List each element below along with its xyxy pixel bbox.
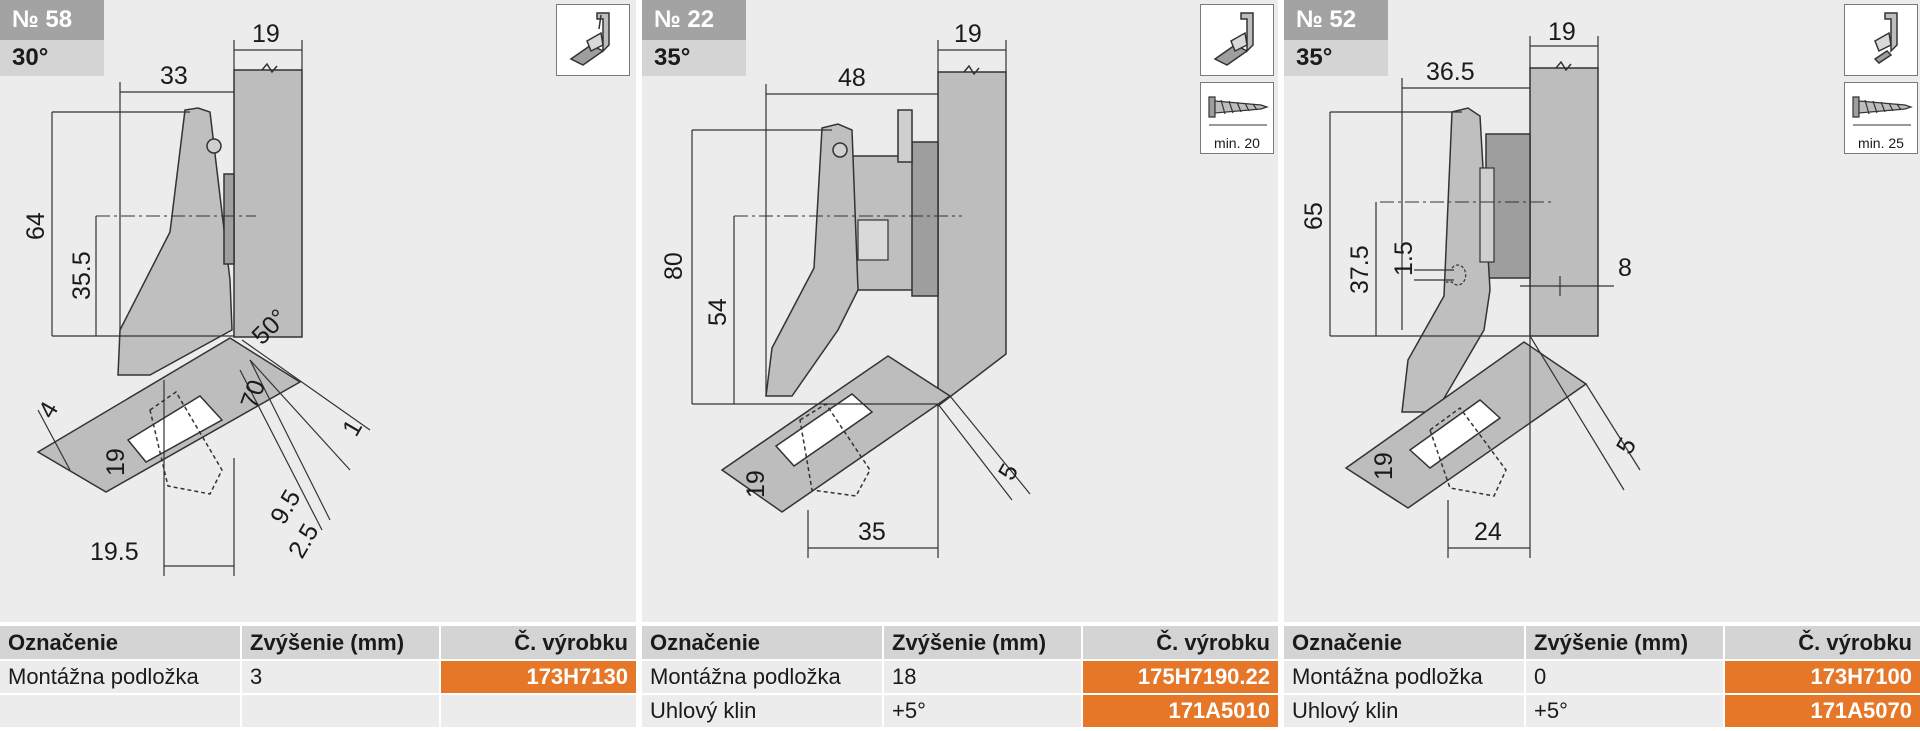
hinge-drawing: 19 36.5 65 37.5 1.5 8 19 5 24 — [1300, 18, 1642, 558]
part-name: Montážna podložka — [0, 660, 241, 695]
empty-cell — [0, 694, 241, 729]
product-number-badge: № 22 — [642, 0, 746, 40]
part-name: Uhlový klin — [1284, 694, 1525, 729]
table-header-row: Označenie Zvýšenie (mm) Č. výrobku — [642, 626, 1278, 661]
drawing-area — [0, 0, 636, 622]
hinge-drawing: 19 48 80 54 19 5 35 — [660, 20, 1031, 558]
table-row: Montážna podložka 3 173H7130 — [0, 660, 636, 695]
dimension-label: 4 — [33, 397, 64, 423]
part-number-link[interactable]: 173H7100 — [1723, 660, 1920, 695]
column-header-part-no: Č. výrobku — [1081, 626, 1278, 661]
dimension-label: 19 — [252, 20, 280, 48]
dimension-label: 8 — [1618, 254, 1632, 282]
part-height: 3 — [240, 660, 440, 695]
column-header-part-no: Č. výrobku — [439, 626, 636, 661]
product-number-badge: № 58 — [0, 0, 104, 40]
opening-angle-badge: 35° — [1284, 40, 1388, 76]
column-header-name: Označenie — [642, 626, 883, 661]
screw-icon: min. 25 — [1844, 82, 1918, 154]
screw-length-label: min. 20 — [1214, 135, 1260, 151]
dimension-label: 19 — [1548, 18, 1576, 46]
empty-cell — [439, 694, 636, 729]
part-number-link[interactable]: 175H7190.22 — [1081, 660, 1278, 695]
dimension-label: 19.5 — [90, 538, 139, 566]
drawing-area — [1284, 0, 1920, 622]
dimension-label: 80 — [660, 252, 688, 280]
dimension-label: 65 — [1300, 202, 1328, 230]
part-height: 0 — [1524, 660, 1724, 695]
dimension-label: 33 — [160, 62, 188, 90]
mounting-plate-icon — [556, 4, 630, 76]
table-row: Montážna podložka 0 173H7100 — [1284, 660, 1920, 695]
screw-length-label: min. 25 — [1858, 135, 1904, 151]
part-number-link[interactable]: 173H7130 — [439, 660, 636, 695]
hinge-panel-52: № 52 35° min. 25 — [1284, 0, 1920, 731]
part-name: Montážna podložka — [642, 660, 883, 695]
dimension-label: 64 — [22, 212, 50, 240]
dimension-label: 37.5 — [1346, 245, 1374, 294]
parts-table: Označenie Zvýšenie (mm) Č. výrobku Montá… — [642, 626, 1278, 729]
table-header-row: Označenie Zvýšenie (mm) Č. výrobku — [0, 626, 636, 661]
dimension-label: 54 — [704, 298, 732, 326]
part-name: Montážna podložka — [1284, 660, 1525, 695]
column-header-height: Zvýšenie (mm) — [1524, 626, 1724, 661]
parts-table: Označenie Zvýšenie (mm) Č. výrobku Montá… — [0, 626, 636, 729]
parts-table: Označenie Zvýšenie (mm) Č. výrobku Montá… — [1284, 626, 1920, 729]
column-header-name: Označenie — [0, 626, 241, 661]
table-row: Montážna podložka 18 175H7190.22 — [642, 660, 1278, 695]
column-header-name: Označenie — [1284, 626, 1525, 661]
dimension-label: 19 — [742, 470, 770, 498]
dimension-label: 19 — [954, 20, 982, 48]
part-height: +5° — [1524, 694, 1724, 729]
dimension-label: 35 — [858, 518, 886, 546]
column-header-part-no: Č. výrobku — [1723, 626, 1920, 661]
screw-icon: min. 20 — [1200, 82, 1274, 154]
hinge-panel-58: № 58 30° 19 3 — [0, 0, 636, 731]
opening-angle-badge: 30° — [0, 40, 104, 76]
table-row — [0, 694, 636, 729]
table-row: Uhlový klin +5° 171A5010 — [642, 694, 1278, 729]
part-number-link[interactable]: 171A5010 — [1081, 694, 1278, 729]
part-height: 18 — [882, 660, 1082, 695]
dimension-label: 19 — [1370, 452, 1398, 480]
table-row: Uhlový klin +5° 171A5070 — [1284, 694, 1920, 729]
part-height: +5° — [882, 694, 1082, 729]
dimension-label: 1 — [337, 415, 368, 441]
table-header-row: Označenie Zvýšenie (mm) Č. výrobku — [1284, 626, 1920, 661]
hinge-panel-22: № 22 35° min. 20 — [642, 0, 1278, 731]
column-header-height: Zvýšenie (mm) — [240, 626, 440, 661]
dimension-label: 24 — [1474, 518, 1502, 546]
dimension-label: 48 — [838, 64, 866, 92]
opening-angle-badge: 35° — [642, 40, 746, 76]
dimension-label: 35.5 — [68, 251, 96, 300]
hinge-drawing: 19 33 64 35.5 50° 4 19 70 1 9.5 2.5 19.5 — [22, 20, 371, 576]
dimension-label: 19 — [102, 448, 130, 476]
empty-cell — [240, 694, 440, 729]
product-number-badge: № 52 — [1284, 0, 1388, 40]
dimension-label: 1.5 — [1390, 241, 1418, 276]
mounting-plate-icon — [1844, 4, 1918, 76]
column-header-height: Zvýšenie (mm) — [882, 626, 1082, 661]
dimension-label: 5 — [1611, 433, 1642, 459]
dimension-label: 36.5 — [1426, 58, 1475, 86]
mounting-plate-icon — [1200, 4, 1274, 76]
part-number-link[interactable]: 171A5070 — [1723, 694, 1920, 729]
part-name: Uhlový klin — [642, 694, 883, 729]
